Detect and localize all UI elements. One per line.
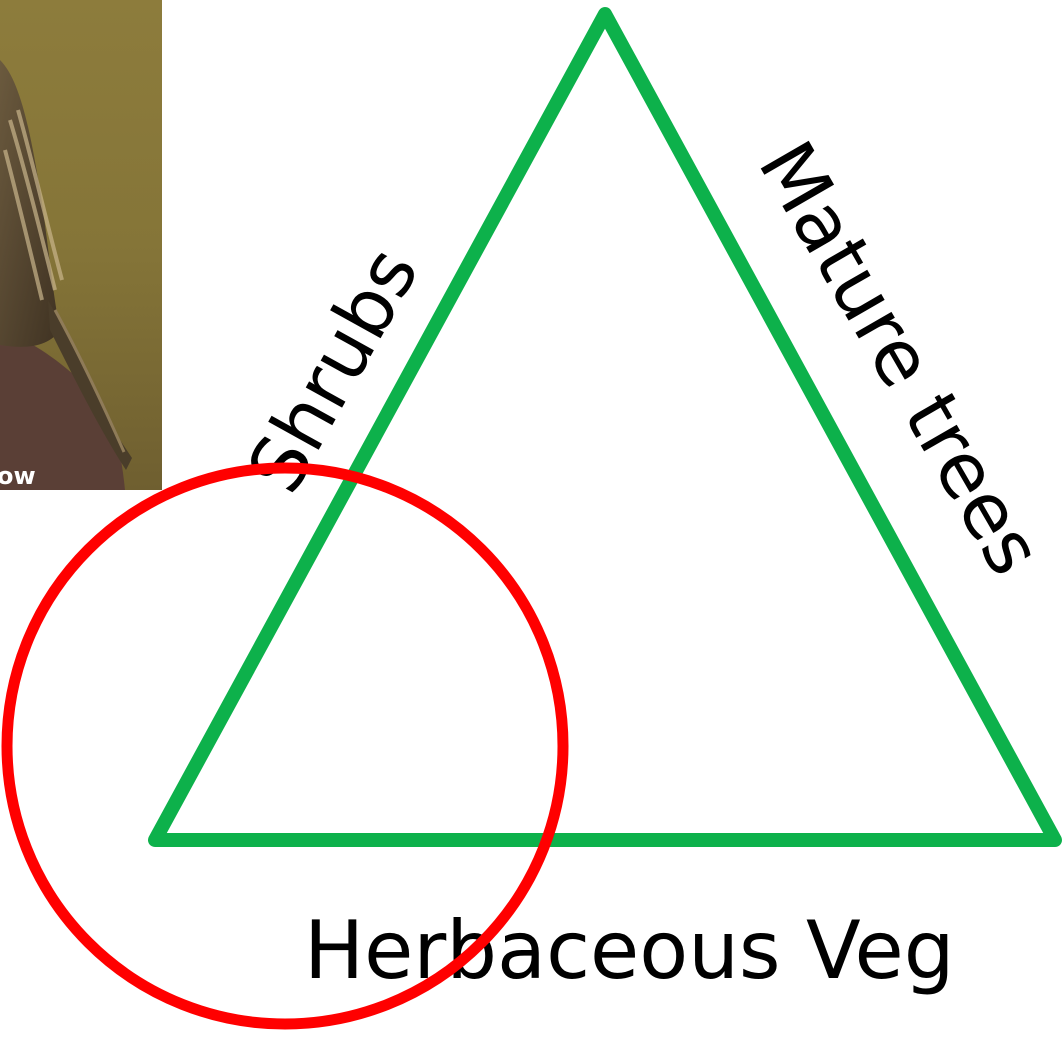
label-herbaceous-veg: Herbaceous Veg bbox=[304, 904, 955, 997]
photo-caption: ow bbox=[0, 462, 36, 490]
sparrow-photo: ow bbox=[0, 0, 162, 490]
